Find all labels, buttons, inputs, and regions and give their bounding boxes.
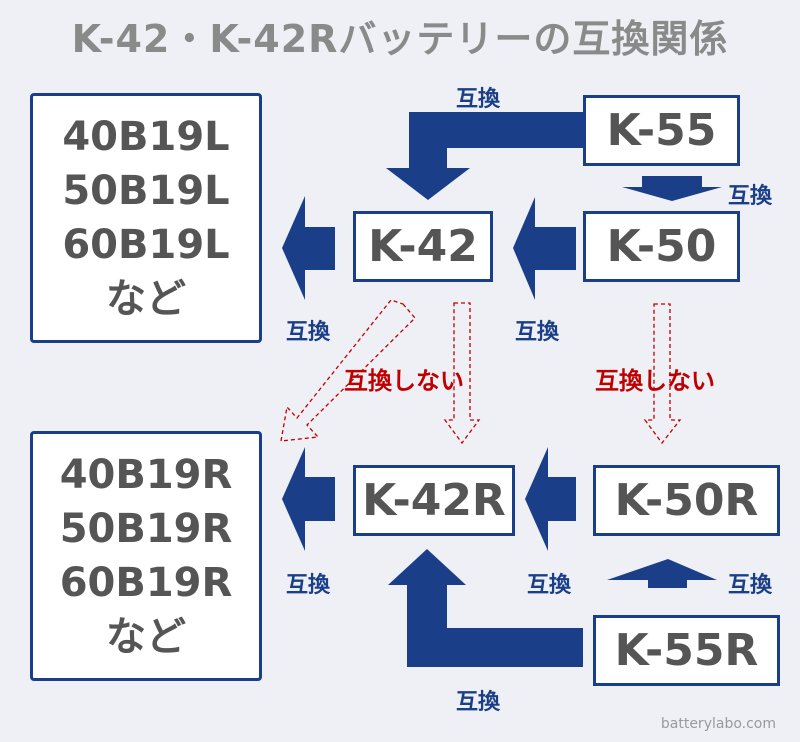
list-item: 50B19L (62, 168, 230, 214)
list-item: 40B19R (59, 452, 233, 498)
dashed-arrow-k50-to-k50r (643, 303, 682, 445)
list-item: 40B19L (62, 114, 230, 160)
label-compatible: 互換 (728, 184, 773, 209)
arrow-k50-to-k42 (513, 197, 576, 300)
watermark: batterylabo.com (660, 716, 776, 732)
label-compatible: 互換 (515, 320, 560, 345)
page-title: K-42・K-42Rバッテリーの互換関係 (71, 17, 729, 61)
list-box-top: 40B19L 50B19L 60B19L など (30, 93, 262, 343)
box-k50r: K-50R (593, 465, 780, 536)
box-k55r: K-55R (593, 615, 780, 686)
list-item: 50B19R (59, 506, 233, 552)
arrow-k55-to-k42 (386, 112, 583, 200)
box-k50: K-50 (583, 211, 740, 282)
label-compatible: 互換 (527, 573, 572, 598)
arrow-k55r-to-k50r (607, 559, 717, 588)
label-compatible: 互換 (456, 87, 501, 112)
box-k55: K-55 (583, 95, 740, 166)
label-compatible: 互換 (286, 573, 331, 598)
label-incompatible: 互換しない (344, 367, 464, 395)
dashed-arrow-k42-to-list-bottom (280, 299, 416, 442)
dashed-arrow-k42-to-k42r (443, 302, 481, 445)
label-compatible: 互換 (286, 320, 331, 345)
list-item: 60B19L (62, 222, 230, 268)
arrow-k50r-to-k42r (525, 447, 576, 551)
label-compatible: 互換 (456, 690, 501, 715)
list-item: など (106, 276, 186, 322)
list-item: など (106, 614, 186, 660)
box-k42: K-42 (353, 211, 493, 282)
arrow-k55r-to-k42r (388, 549, 583, 667)
label-incompatible: 互換しない (595, 367, 715, 395)
arrow-k42r-to-list-bottom (282, 447, 335, 551)
box-k42r: K-42R (353, 465, 515, 536)
label-compatible: 互換 (728, 573, 773, 598)
list-item: 60B19R (59, 560, 233, 606)
list-box-bottom: 40B19R 50B19R 60B19R など (30, 431, 262, 681)
arrow-k55-to-k50 (622, 176, 722, 201)
arrow-k42-to-list-top (282, 196, 335, 300)
